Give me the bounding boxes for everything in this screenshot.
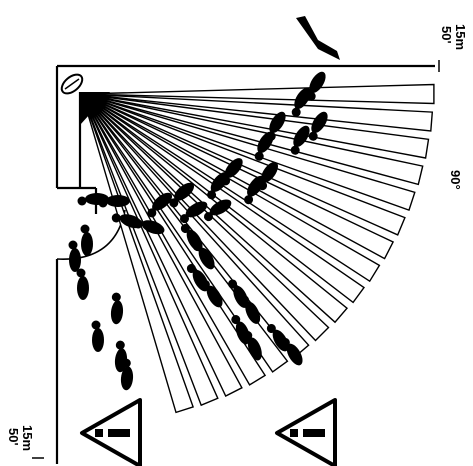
footprint	[76, 268, 89, 300]
detection-beam	[81, 93, 267, 386]
footprint	[180, 224, 203, 252]
footprint	[110, 292, 124, 325]
footprint	[114, 340, 128, 373]
footprint	[169, 182, 195, 208]
detection-beam	[81, 93, 424, 186]
footprint	[228, 279, 249, 308]
footprint	[147, 192, 173, 218]
footprint	[308, 111, 328, 141]
range-ticks	[32, 60, 440, 459]
detection-beam	[81, 83, 435, 105]
detection-fan	[81, 83, 435, 414]
footprint	[254, 131, 274, 161]
footprint	[180, 201, 208, 224]
detection-beam	[81, 93, 416, 212]
detection-beam	[81, 93, 430, 159]
footprint	[244, 175, 265, 205]
detection-beam	[81, 93, 434, 132]
checkmark-icon	[296, 16, 340, 60]
warning-sign-right	[275, 398, 337, 466]
footprint	[80, 224, 93, 256]
range-top-meters-label: 15m	[453, 24, 468, 51]
detection-beam	[81, 93, 195, 414]
footprint	[290, 125, 310, 155]
angle-label: 90°	[448, 170, 463, 190]
warning-sign-left	[80, 398, 142, 466]
sensor-icon	[60, 73, 84, 95]
detection-beam	[81, 93, 243, 397]
range-top-feet-label: 50'	[439, 26, 454, 44]
footprint	[204, 199, 232, 222]
footprint	[291, 87, 311, 117]
footprint	[111, 213, 143, 229]
footprint	[266, 324, 289, 352]
footprint	[207, 172, 229, 200]
detection-beam	[81, 93, 381, 283]
footprint	[231, 315, 250, 345]
footprints	[68, 71, 328, 391]
range-bottom-meters-label: 15m	[20, 425, 35, 452]
footprint	[68, 240, 81, 272]
footprint	[91, 320, 104, 352]
footprint	[186, 264, 209, 292]
range-bottom-feet-label: 50'	[6, 428, 21, 446]
footprint	[77, 193, 109, 206]
detection-beam	[81, 93, 365, 304]
detection-beam	[81, 93, 219, 407]
